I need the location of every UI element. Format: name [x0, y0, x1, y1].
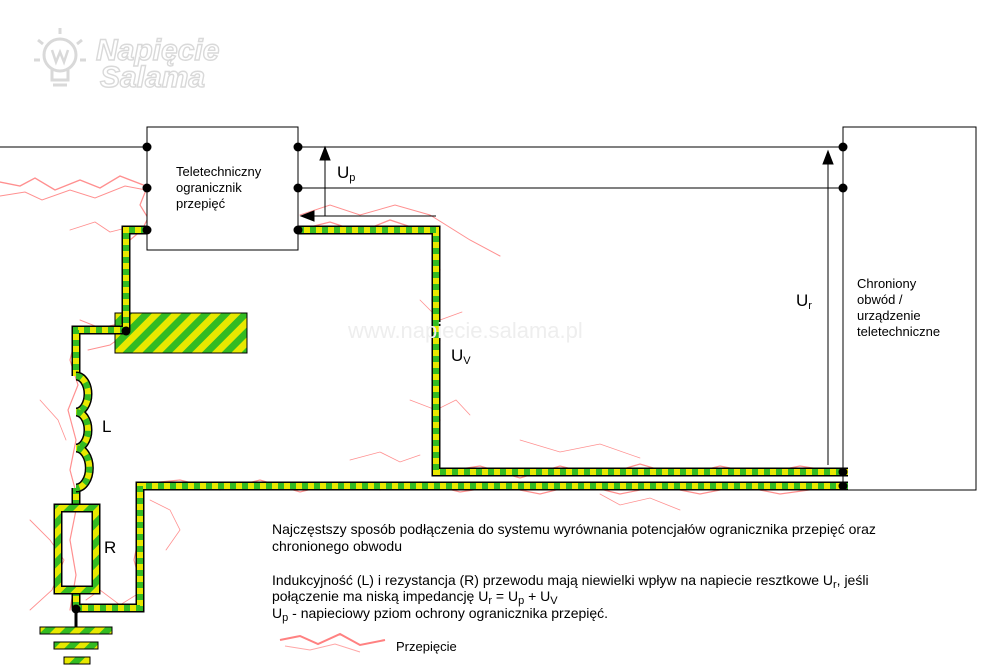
surge-path: [0, 175, 147, 191]
surge-path: [85, 589, 137, 606]
caption-line1: Najczęstszy sposób podłączenia do system…: [272, 521, 876, 537]
caption-line2: chronionego obwodu: [272, 538, 402, 554]
node: [838, 142, 848, 152]
surge-path: [349, 451, 421, 463]
surge-path: [39, 399, 67, 441]
surge-path: [419, 299, 463, 321]
node: [838, 467, 848, 477]
node: [293, 225, 303, 235]
logo: Napięcie Salama: [34, 28, 220, 95]
node: [71, 604, 81, 614]
protected-label-line3: urządzenie: [857, 308, 921, 323]
node: [293, 142, 303, 152]
protector-label-line3: przepięć: [176, 196, 226, 211]
inductor-coil: [75, 371, 94, 493]
connection-nodes: [71, 142, 848, 614]
surge-path: [0, 185, 147, 201]
surge-path: [29, 519, 65, 611]
node: [121, 326, 131, 336]
label-inductance: L: [102, 417, 111, 436]
node: [293, 183, 303, 193]
caption-line3: Indukcyjność (L) i rezystancja (R) przew…: [272, 572, 869, 591]
voltage-arrows: [299, 145, 834, 465]
caption-line4: połączenie ma niską impedancję Ur = Up +…: [272, 588, 558, 607]
legend: Przepięcie: [279, 632, 457, 654]
equipotential-bonding-bar: [114, 312, 248, 354]
resistor: [53, 503, 101, 595]
logo-line1: Napięcie: [96, 34, 219, 67]
protected-equipment-box: Chroniony obwód / urządzenie teletechnic…: [842, 126, 977, 491]
caption: Najczęstszy sposób podłączenia do system…: [272, 521, 876, 624]
watermark: www.napiecie.salama.pl: [347, 318, 583, 343]
node: [838, 481, 848, 491]
surge-path: [519, 439, 641, 459]
earth-conductors: [71, 225, 848, 613]
protector-label-line2: ogranicznik: [176, 180, 242, 195]
label-up: Up: [337, 163, 355, 184]
node: [142, 225, 152, 235]
legend-label: Przepięcie: [396, 639, 457, 654]
ground-icon: [39, 610, 113, 665]
protector-label-line1: Teletechniczny: [176, 164, 262, 179]
surge-path: [599, 493, 681, 511]
logo-line2: Salama: [100, 61, 205, 94]
protected-label-line2: obwód /: [857, 292, 903, 307]
node: [838, 183, 848, 193]
ur-arrow-icon: [822, 149, 834, 465]
lightbulb-icon: [34, 28, 86, 87]
protected-label-line1: Chroniony: [857, 276, 917, 291]
node: [142, 142, 152, 152]
caption-line5: Up - napieciowy pziom ochrony ograniczni…: [272, 605, 608, 624]
up-arrow-icon: [319, 145, 331, 216]
surge-protector-box: Teletechniczny ogranicznik przepięć: [146, 126, 299, 251]
surge-path: [299, 204, 501, 257]
signal-wires: [0, 146, 843, 189]
left-arrow-icon: [299, 210, 325, 222]
surge-path: [149, 499, 181, 551]
surge-path: [69, 221, 127, 233]
label-ur: Ur: [796, 291, 812, 312]
protected-label-line4: teletechniczne: [857, 324, 940, 339]
node: [142, 183, 152, 193]
label-uv: UV: [451, 346, 471, 367]
label-resistance: R: [104, 538, 116, 557]
surge-path: [409, 399, 471, 416]
surge-legend-icon: [279, 632, 386, 647]
